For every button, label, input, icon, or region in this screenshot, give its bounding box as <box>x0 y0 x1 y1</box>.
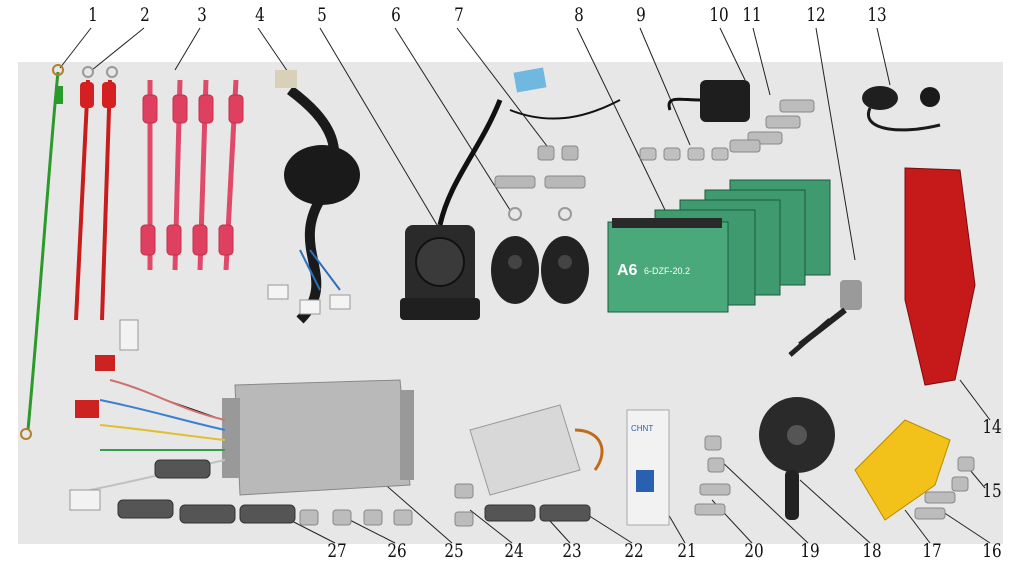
bolts-27 <box>117 459 296 524</box>
nuts-24 <box>454 483 474 527</box>
nuts-26 <box>299 509 413 526</box>
hardware-15-16 <box>914 456 975 520</box>
battery-brand-label: A6 <box>617 262 638 279</box>
horn-relay-part <box>667 80 750 122</box>
battery-pack-part <box>607 179 831 313</box>
callout-3: 3 <box>197 4 207 26</box>
callout-14: 14 <box>982 416 1002 438</box>
ground-wire-part <box>20 64 64 440</box>
callout-27: 27 <box>327 540 347 562</box>
callout-5: 5 <box>317 4 327 26</box>
callout-7: 7 <box>454 4 464 26</box>
callout-9: 9 <box>636 4 646 26</box>
callout-15: 15 <box>982 480 1002 502</box>
wiring-harness-part <box>267 70 360 324</box>
callout-19: 19 <box>800 540 820 562</box>
callout-20: 20 <box>744 540 764 562</box>
callout-1: 1 <box>88 4 98 26</box>
hardware-23-24 <box>484 504 591 522</box>
callout-18: 18 <box>862 540 882 562</box>
callout-13: 13 <box>867 4 887 26</box>
callout-2: 2 <box>140 4 150 26</box>
voltage-converter-part <box>469 404 604 496</box>
callout-23: 23 <box>562 540 582 562</box>
callout-24: 24 <box>504 540 524 562</box>
battery-link-cables-part <box>140 79 244 271</box>
key-switch-part <box>788 280 862 357</box>
breaker-brand-label: CHNT <box>631 424 654 433</box>
alarm-unit-part <box>400 67 547 320</box>
red-battery-cables-part <box>74 66 118 321</box>
callout-25: 25 <box>444 540 464 562</box>
remote-fobs-part <box>491 207 589 304</box>
hardware-19-20 <box>694 435 731 516</box>
callout-11: 11 <box>742 4 762 26</box>
callout-26: 26 <box>387 540 407 562</box>
callout-6: 6 <box>391 4 401 26</box>
callout-12: 12 <box>806 4 826 26</box>
battery-model-label: 6-DZF-20.2 <box>644 266 691 276</box>
callout-4: 4 <box>255 4 265 26</box>
callout-8: 8 <box>574 4 584 26</box>
callout-16: 16 <box>982 540 1002 562</box>
controller-part <box>69 319 414 511</box>
small-bolts-top <box>494 145 586 189</box>
circuit-breaker-part <box>626 409 670 526</box>
nuts-row-9 <box>639 147 729 161</box>
callout-22: 22 <box>624 540 644 562</box>
callout-17: 17 <box>922 540 942 562</box>
callout-10: 10 <box>709 4 729 26</box>
antenna-lead-part <box>509 99 621 120</box>
horn-part <box>759 397 835 520</box>
bolts-11 <box>729 99 815 153</box>
connector-block-part <box>854 419 951 521</box>
ignition-lock-part <box>862 86 941 132</box>
tail-light-part <box>904 167 976 386</box>
callout-21: 21 <box>677 540 697 562</box>
